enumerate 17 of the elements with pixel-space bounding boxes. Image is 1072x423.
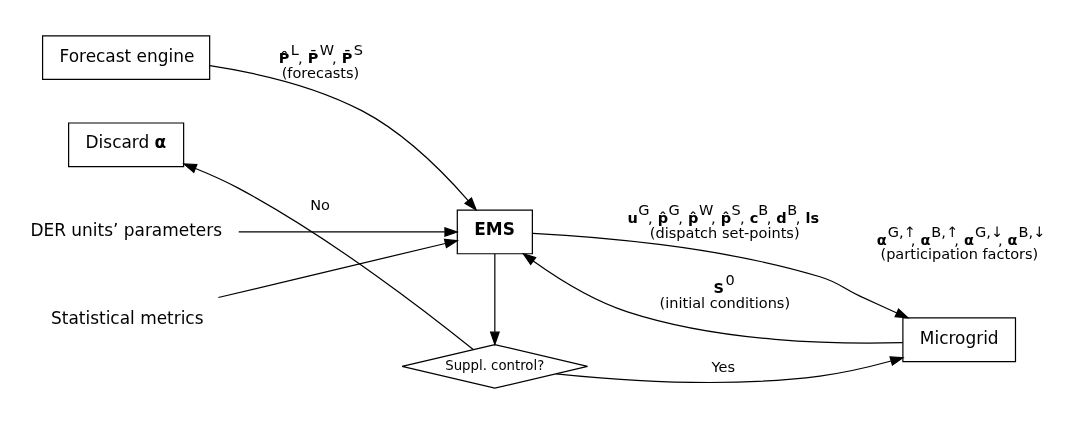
node-box: EMS bbox=[456, 209, 533, 254]
edge-label: No bbox=[310, 196, 330, 213]
node-diamond: Suppl. control? bbox=[401, 343, 589, 389]
arrow bbox=[238, 226, 459, 237]
edge-label: Yes bbox=[711, 358, 736, 375]
node-text: Statistical metrics bbox=[51, 307, 204, 328]
node-box: Microgrid bbox=[902, 316, 1017, 362]
arrow bbox=[209, 64, 478, 211]
node-text: DER units’ parameters bbox=[30, 219, 223, 240]
arrow bbox=[555, 355, 905, 383]
arrow bbox=[532, 232, 910, 319]
node-box: Discard α bbox=[68, 121, 185, 167]
arrow bbox=[217, 238, 460, 298]
arrow bbox=[182, 162, 474, 350]
node-box: Forecast engine bbox=[42, 34, 211, 80]
arrow bbox=[521, 252, 904, 344]
arrow bbox=[489, 252, 500, 346]
